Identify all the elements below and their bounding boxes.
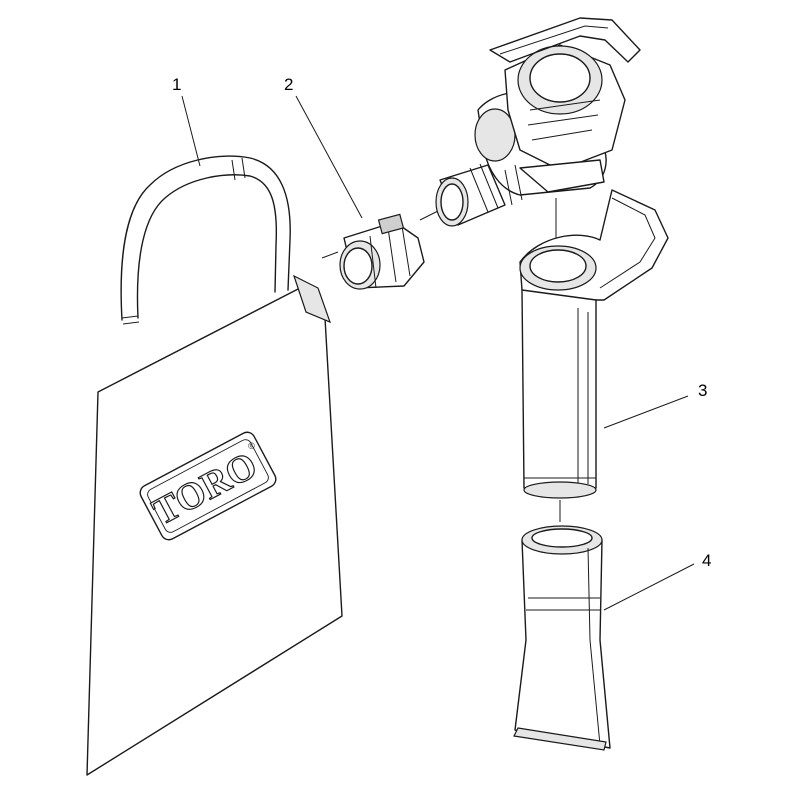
bag-logo-badge: [139, 431, 277, 541]
alignment-line-adapter: [321, 251, 339, 259]
bag-logo-registered-mark: ®: [246, 440, 257, 452]
upper-blower-tube: [519, 189, 669, 499]
callout-3: 3: [698, 381, 708, 400]
leader-line-4: [603, 563, 695, 611]
lower-nozzle-tube: [513, 525, 611, 751]
leader-line-3: [603, 395, 689, 429]
callout-4: 4: [702, 551, 712, 570]
leader-line-2: [295, 95, 363, 219]
collection-bag: TORO ®: [86, 155, 343, 776]
blower-unit: [435, 17, 641, 227]
callout-1: 1: [172, 75, 182, 94]
callout-2: 2: [284, 75, 294, 94]
bag-adapter: [339, 213, 425, 290]
alignment-line-blower: [419, 209, 441, 221]
leader-line-1: [181, 95, 201, 167]
